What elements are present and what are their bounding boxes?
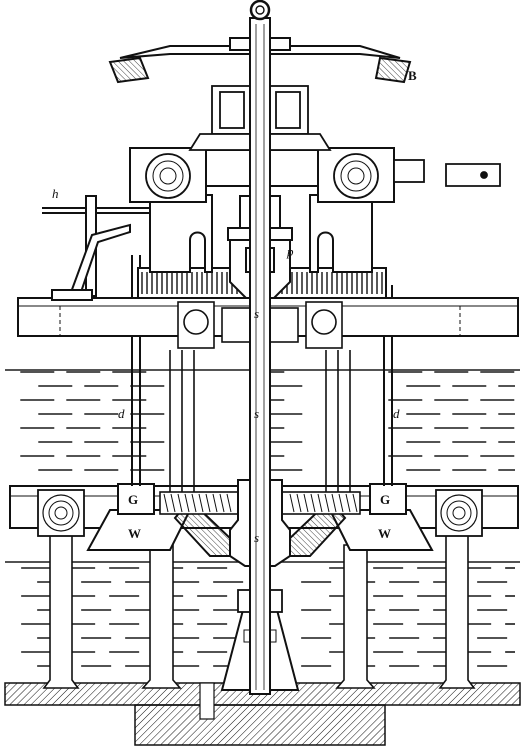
stroke-line	[331, 493, 337, 513]
stroke-line	[205, 493, 211, 513]
hand-lever	[42, 195, 150, 301]
stroke-line	[226, 493, 232, 513]
stroke-line	[177, 493, 183, 513]
stroke-line	[198, 493, 204, 513]
stroke-line	[352, 493, 358, 513]
stroke-line	[212, 493, 218, 513]
stroke-line	[219, 493, 225, 513]
stroke-line	[184, 493, 190, 513]
label-d-right: d	[393, 406, 400, 421]
stroke-line	[310, 493, 316, 513]
right-bracket	[393, 159, 501, 187]
stroke-line	[163, 493, 169, 513]
main-shaft	[249, 0, 271, 695]
labels: B h p s s s d d G G W W	[52, 68, 417, 545]
label-p: p	[286, 244, 294, 259]
label-G-right: G	[380, 492, 390, 507]
label-s-upper: s	[254, 306, 259, 321]
label-s-lower: s	[254, 530, 259, 545]
stroke-line	[345, 493, 351, 513]
stroke-line	[170, 493, 176, 513]
beam-bearings	[177, 301, 343, 349]
upper-log-blocks	[145, 153, 379, 199]
inner-rods	[169, 350, 351, 492]
label-d-left: d	[118, 406, 125, 421]
stroke-line	[317, 493, 323, 513]
label-s-middle: s	[254, 406, 259, 421]
label-W-left: W	[128, 526, 141, 541]
lower-columns	[42, 529, 476, 689]
foundation	[4, 682, 521, 746]
stroke-line	[191, 493, 197, 513]
stroke-line	[289, 493, 295, 513]
label-W-right: W	[378, 526, 391, 541]
label-G-left: G	[128, 492, 138, 507]
lower-log-blocks	[37, 489, 483, 537]
gate-boxes	[117, 483, 407, 515]
stroke-line	[324, 493, 330, 513]
stroke-line	[303, 493, 309, 513]
stroke-line	[296, 493, 302, 513]
label-h: h	[52, 186, 59, 201]
stroke-line	[338, 493, 344, 513]
label-B: B	[408, 68, 417, 83]
